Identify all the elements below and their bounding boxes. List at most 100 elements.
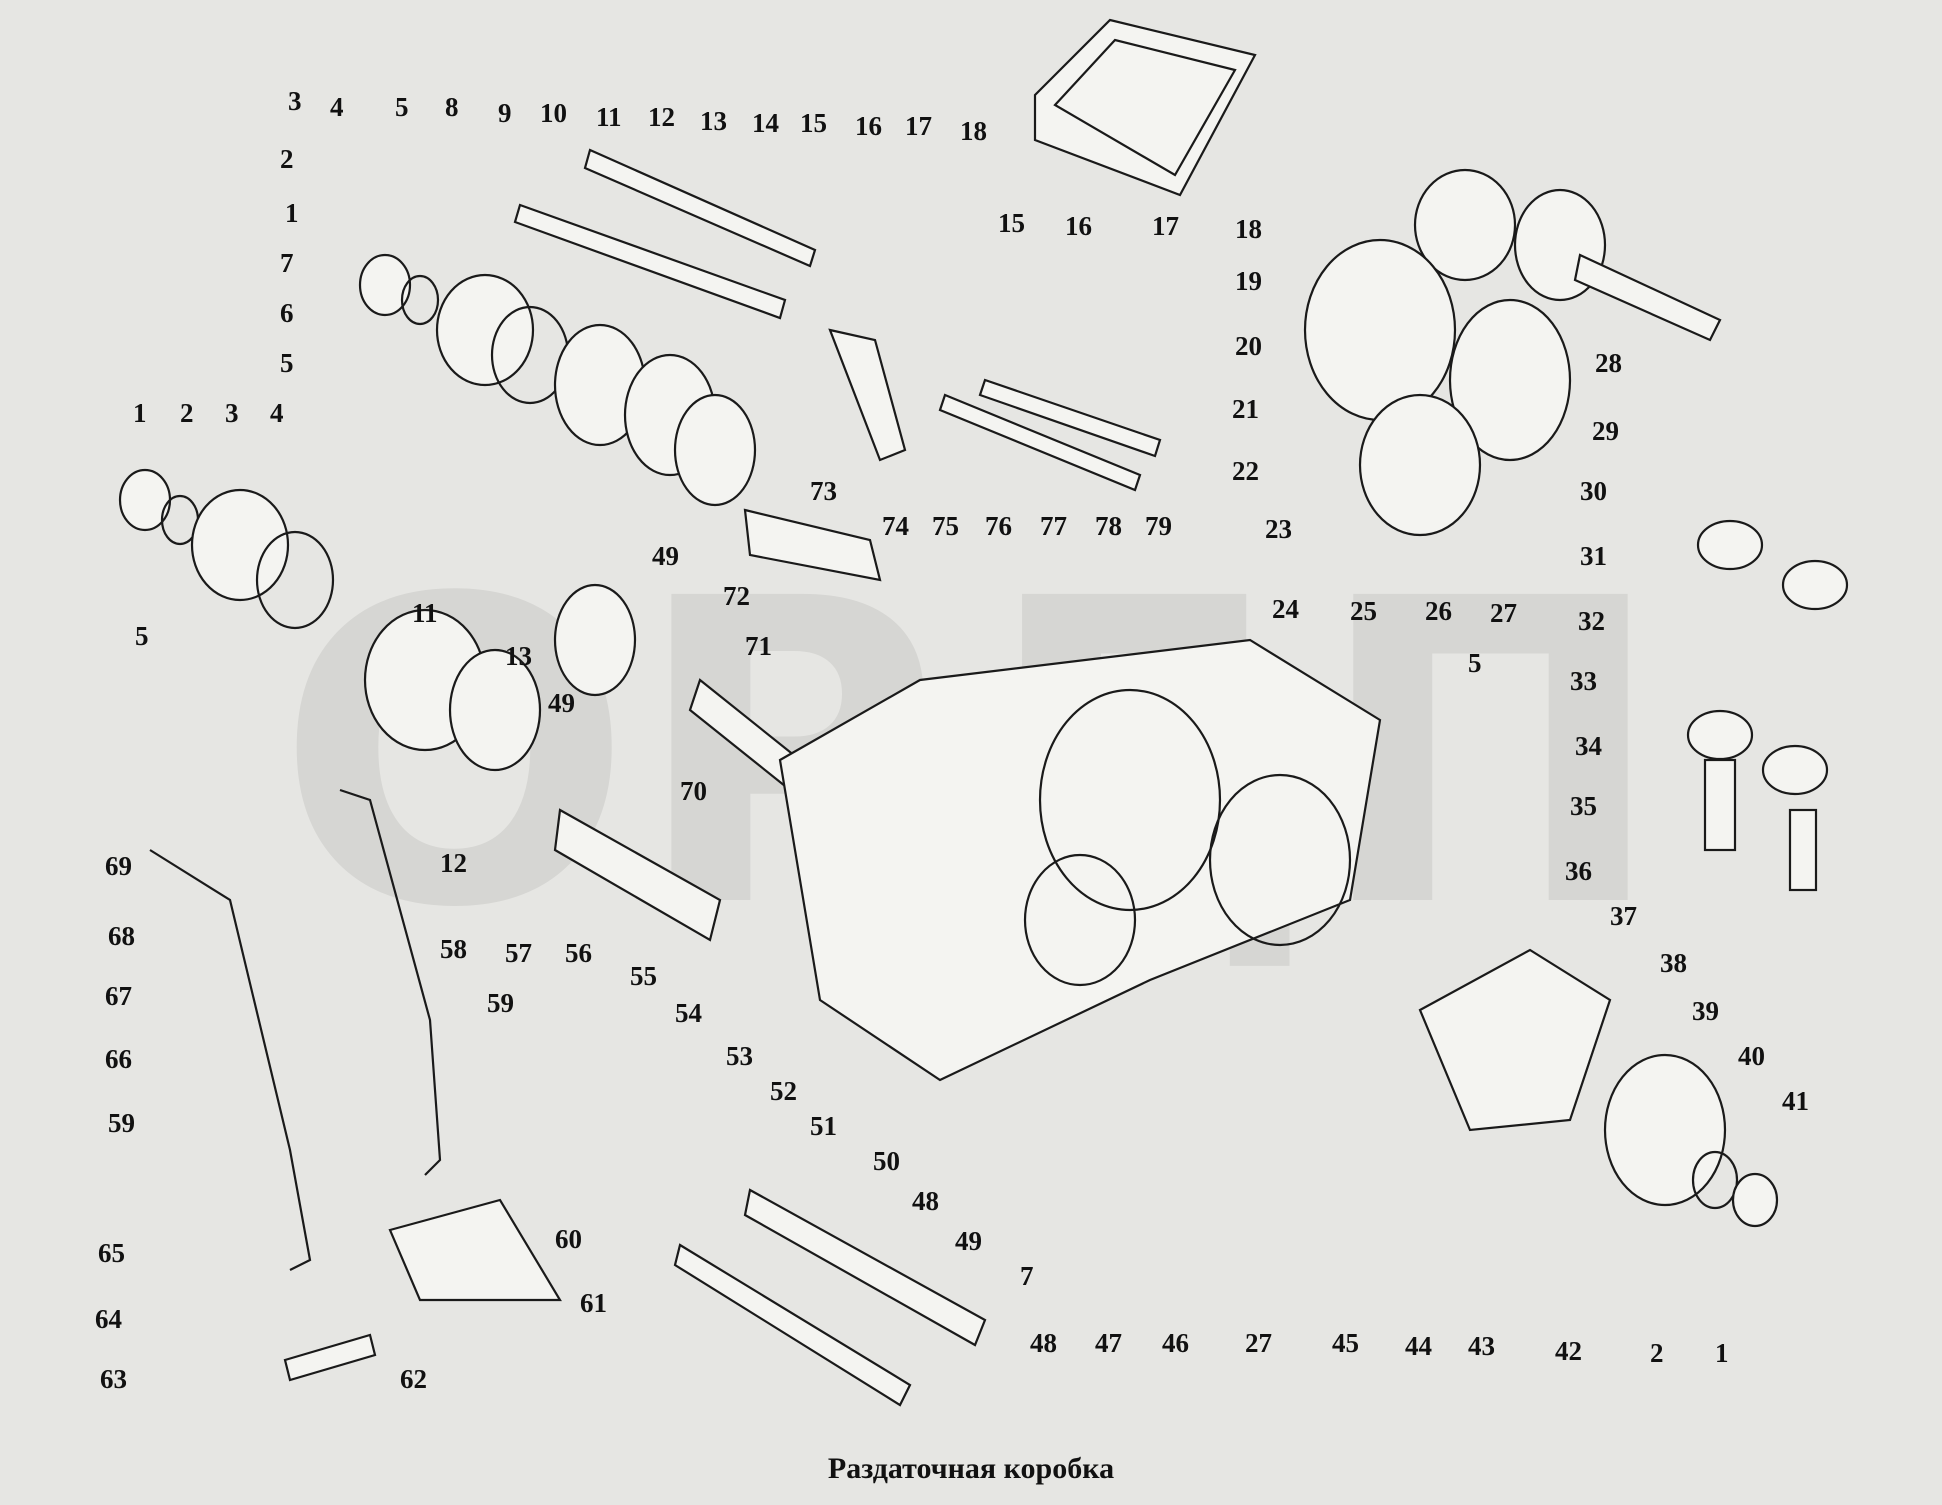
callout-36: 32: [1578, 606, 1605, 636]
callout-61: 57: [505, 938, 532, 968]
callout-74: 70: [680, 776, 707, 806]
callout-75: 71: [745, 631, 772, 661]
callout-31: 27: [1245, 1328, 1272, 1358]
callout-3: 3: [288, 86, 302, 116]
callout-78: 74: [882, 511, 909, 541]
callout-11b: 11: [412, 598, 438, 628]
callout-83: 79: [1145, 511, 1172, 541]
main-housing: [778, 638, 1382, 1082]
callout-82: 78: [1095, 511, 1122, 541]
callout-53c: 49: [955, 1226, 982, 1256]
callout-31b: 27: [1490, 598, 1517, 628]
callout-7b: 7: [1020, 1261, 1034, 1291]
callout-68: 64: [95, 1304, 122, 1334]
callout-20: 16: [1065, 211, 1092, 241]
callout-27: 23: [1265, 514, 1292, 544]
callout-18: 18: [960, 116, 987, 146]
parts-drawing: [118, 18, 1849, 1407]
callout-50: 46: [1162, 1328, 1189, 1358]
diagram-caption: Раздаточная коробка: [827, 1452, 1115, 1485]
callout-14: 14: [752, 108, 779, 138]
callout-45: 41: [1782, 1086, 1809, 1116]
callout-34: 30: [1580, 476, 1607, 506]
callout-13: 13: [700, 106, 727, 136]
callout-70: 66: [105, 1044, 132, 1074]
upper-shaft-assembly: [358, 253, 882, 582]
callout-9: 9: [498, 98, 512, 128]
callout-5b: 5: [280, 348, 294, 378]
callout-63b: 59: [487, 988, 514, 1018]
callout-37: 33: [1570, 666, 1597, 696]
callout-58: 54: [675, 998, 702, 1028]
callout-81: 77: [1040, 511, 1067, 541]
callout-39: 35: [1570, 791, 1597, 821]
callout-26: 22: [1232, 456, 1259, 486]
callout-60: 56: [565, 938, 592, 968]
callout-3b: 3: [225, 398, 239, 428]
callout-72: 68: [108, 921, 135, 951]
callout-8: 8: [445, 92, 459, 122]
callout-46: 42: [1555, 1336, 1582, 1366]
callout-53: 49: [548, 688, 575, 718]
top-cover: [1033, 18, 1257, 197]
callout-51: 47: [1095, 1328, 1122, 1358]
callout-48: 44: [1405, 1331, 1432, 1361]
callout-24: 20: [1235, 331, 1262, 361]
mounts: [1686, 519, 1849, 892]
callout-38: 34: [1575, 731, 1602, 761]
callout-17: 17: [905, 111, 932, 141]
callout-4b: 4: [270, 398, 284, 428]
callout-1b: 1: [133, 398, 147, 428]
shift-levers: [149, 788, 987, 1407]
callout-77: 73: [810, 476, 837, 506]
callout-33: 29: [1592, 416, 1619, 446]
callout-30: 26: [1425, 596, 1452, 626]
callout-6: 6: [280, 298, 294, 328]
callout-15: 15: [800, 108, 827, 138]
callout-12b: 12: [440, 848, 467, 878]
callout-12: 12: [648, 102, 675, 132]
callout-22: 18: [1235, 214, 1262, 244]
callout-64: 60: [555, 1224, 582, 1254]
callout-76: 72: [723, 581, 750, 611]
callout-23: 19: [1235, 266, 1262, 296]
callout-28: 24: [1272, 594, 1299, 624]
callout-55: 51: [810, 1111, 837, 1141]
callout-56: 52: [770, 1076, 797, 1106]
callout-66: 62: [400, 1364, 427, 1394]
callout-5d: 5: [1468, 648, 1482, 678]
callout-57: 53: [726, 1041, 753, 1071]
callout-labels: 3 4 5 8 9 10 11 12 13 14 15 16 17 18 2 1…: [95, 86, 1809, 1394]
callout-63: 59: [108, 1108, 135, 1138]
callout-1c: 1: [1715, 1338, 1729, 1368]
callout-65: 61: [580, 1288, 607, 1318]
callout-52: 48: [912, 1186, 939, 1216]
callout-19: 15: [998, 208, 1025, 238]
callout-2c: 2: [1650, 1338, 1664, 1368]
callout-71: 67: [105, 981, 132, 1011]
callout-80: 76: [985, 511, 1012, 541]
callout-4: 4: [330, 92, 344, 122]
callout-73: 69: [105, 851, 132, 881]
callout-40: 36: [1565, 856, 1592, 886]
callout-79: 75: [932, 511, 959, 541]
callout-25: 21: [1232, 394, 1259, 424]
callout-11: 11: [596, 102, 622, 132]
callout-1: 1: [285, 198, 299, 228]
callout-16: 16: [855, 111, 882, 141]
callout-53b: 49: [652, 541, 679, 571]
callout-54: 50: [873, 1146, 900, 1176]
callout-35: 31: [1580, 541, 1607, 571]
rear-cover-and-flange: [1418, 948, 1779, 1228]
callout-52b: 48: [1030, 1328, 1057, 1358]
callout-59: 55: [630, 961, 657, 991]
lower-shaft-assembly: [118, 468, 802, 942]
callout-49: 45: [1332, 1328, 1359, 1358]
callout-32: 28: [1595, 348, 1622, 378]
callout-7: 7: [280, 248, 294, 278]
callout-41: 37: [1610, 901, 1637, 931]
callout-43: 39: [1692, 996, 1719, 1026]
shift-rods: [513, 148, 1162, 492]
callout-2b: 2: [180, 398, 194, 428]
